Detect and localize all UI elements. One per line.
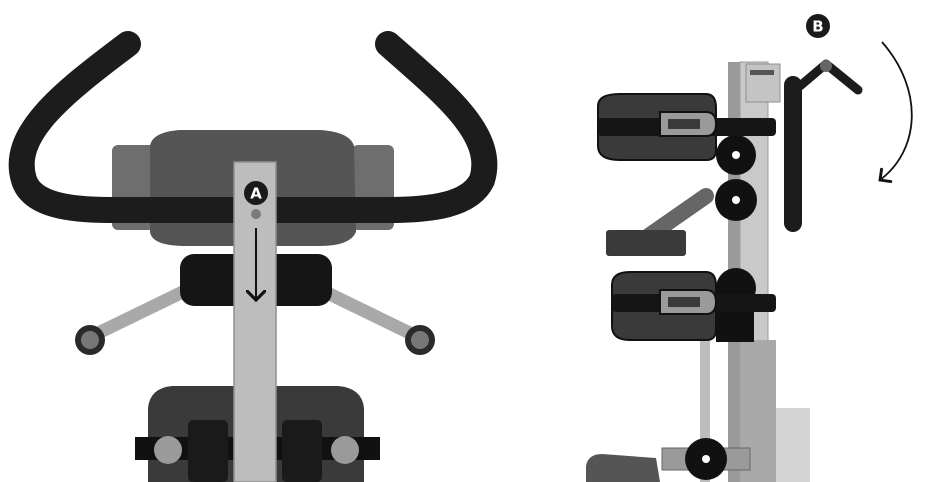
lower-pad [612,268,776,342]
side-view: B [586,14,912,482]
bottom-foot [586,438,750,482]
step-a-badge: A [244,181,268,205]
front-view: A [22,44,485,482]
pin-hole [251,209,261,219]
step-b-badge: B [806,14,830,38]
release-lever[interactable] [784,60,858,232]
step-b-label: B [812,18,823,36]
center-post [234,162,276,482]
rotate-arrow-icon [880,42,912,180]
step-a-label: A [250,185,262,203]
